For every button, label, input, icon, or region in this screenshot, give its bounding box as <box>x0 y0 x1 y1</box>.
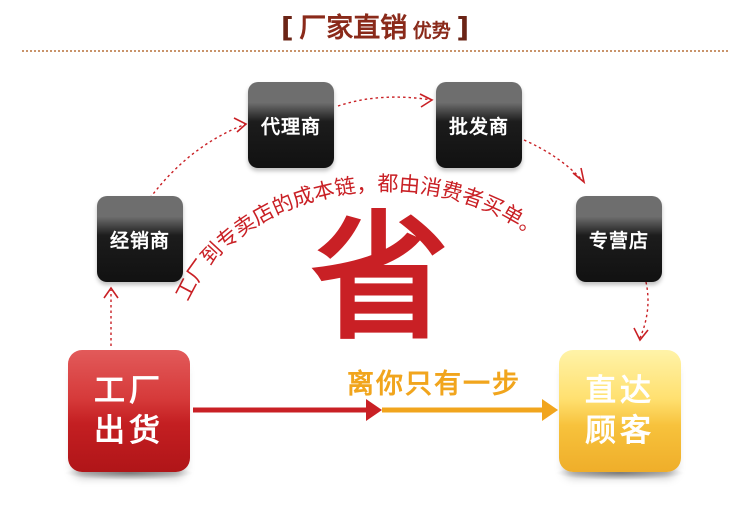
node-wholesaler-label: 批发商 <box>448 115 509 138</box>
title-main: 厂家直销 <box>299 13 408 44</box>
arrowhead-store <box>572 167 586 185</box>
title-divider <box>22 50 728 52</box>
connector-wholesaler-store <box>523 139 583 181</box>
node-agent: 代理商 <box>248 82 334 168</box>
direct-arrowhead-orange <box>542 399 558 421</box>
connector-agent-wholesaler <box>337 96 433 107</box>
node-agent-label: 代理商 <box>260 115 321 138</box>
node-distributor: 经销商 <box>97 196 183 282</box>
arrowhead-distributor <box>103 286 119 299</box>
one-step-text: 离你只有一步 <box>347 369 521 400</box>
arrowhead-wholesaler <box>419 93 434 108</box>
node-distributor-label: 经销商 <box>109 229 170 252</box>
arrowhead-agent <box>233 117 248 133</box>
title-sub: 优势 <box>412 20 451 42</box>
node-wholesaler: 批发商 <box>436 82 522 168</box>
factory-box: 工厂 出货 <box>68 350 190 472</box>
customer-box: 直达 顾客 <box>559 350 681 472</box>
arrowhead-customer <box>633 327 649 342</box>
page-title: [ 厂家直销 优势 ] <box>0 6 750 45</box>
connector-store-customer <box>639 281 649 339</box>
save-character: 省 <box>310 196 449 359</box>
factory-line2: 出货 <box>94 413 164 449</box>
node-store-label: 专营店 <box>588 229 649 252</box>
factory-line1: 工厂 <box>94 373 164 409</box>
title-bracket-close: ] <box>456 11 470 44</box>
node-store: 专营店 <box>576 196 662 282</box>
title-bracket-open: [ <box>280 11 294 44</box>
connector-distributor-agent <box>149 123 247 199</box>
direct-arrowhead-red <box>366 399 382 421</box>
customer-line2: 顾客 <box>585 413 655 449</box>
customer-line1: 直达 <box>585 373 655 409</box>
